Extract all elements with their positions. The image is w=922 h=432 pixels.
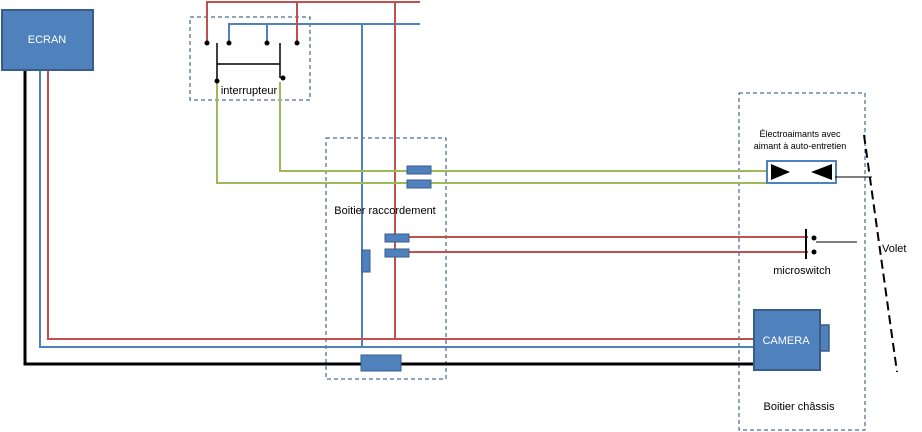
connector-green-1 <box>406 165 432 175</box>
connector-red-2 <box>384 248 410 258</box>
interrupteur-label: interrupteur <box>221 85 278 97</box>
connector-black <box>360 354 402 372</box>
black-wire <box>23 70 754 366</box>
blue-wire-ecran-camera <box>39 70 754 348</box>
boitier-raccordement-enclosure <box>325 137 447 380</box>
electroaimants-label-line1: Électroaimants avec <box>759 129 841 139</box>
connector-blue <box>361 249 371 273</box>
camera-box <box>753 309 821 371</box>
interrupteur-switch <box>204 40 300 84</box>
green-wire-2 <box>216 82 770 184</box>
electroaimants <box>766 160 872 184</box>
volet-label: Volet <box>882 243 906 255</box>
microswitch <box>805 229 857 259</box>
green-wire-1 <box>279 82 770 172</box>
red-wire-ecran-camera <box>47 70 754 340</box>
camera-label: CAMERA <box>762 335 810 347</box>
boitier-raccordement-label: Boitier raccordement <box>334 205 436 217</box>
microswitch-label: microswitch <box>773 265 830 277</box>
connector-red-1 <box>384 233 410 243</box>
connector-green-2 <box>406 179 432 189</box>
volet-line <box>863 134 898 373</box>
electroaimants-label-line2: aimant à auto-entretien <box>754 141 847 151</box>
boitier-chassis-enclosure <box>738 92 866 431</box>
interrupteur-enclosure <box>189 16 311 101</box>
ecran-label: ECRAN <box>28 34 67 46</box>
ecran-box <box>1 9 94 71</box>
boitier-chassis-label: Boitier châssis <box>764 401 835 413</box>
blue-wire-top <box>228 23 420 42</box>
